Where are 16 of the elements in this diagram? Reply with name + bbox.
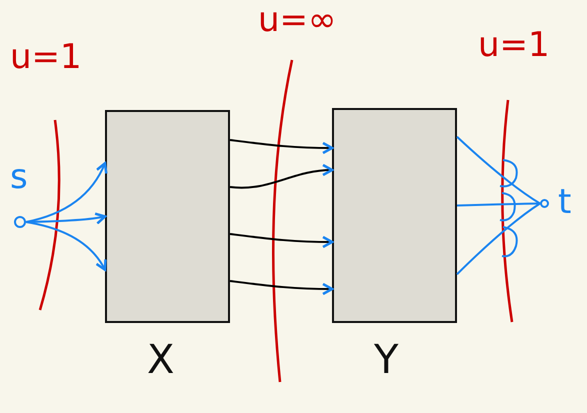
arrow bbox=[26, 212, 106, 224]
arrow bbox=[26, 162, 108, 223]
arrow bbox=[230, 164, 334, 189]
vertex-dot bbox=[540, 199, 549, 208]
vertex-label: t bbox=[558, 185, 572, 219]
capacity-label: u=∞ bbox=[258, 3, 336, 37]
capacity-label: u=1 bbox=[10, 40, 82, 74]
vertex-label: s bbox=[10, 160, 28, 194]
arrow bbox=[230, 139, 334, 154]
set-label: X bbox=[147, 340, 174, 380]
set-label: Y bbox=[374, 340, 398, 380]
arrow bbox=[230, 280, 334, 296]
arrow bbox=[230, 233, 334, 248]
vertex-dot bbox=[14, 216, 26, 228]
capacity-label: u=1 bbox=[478, 28, 550, 62]
arrow bbox=[26, 221, 106, 271]
